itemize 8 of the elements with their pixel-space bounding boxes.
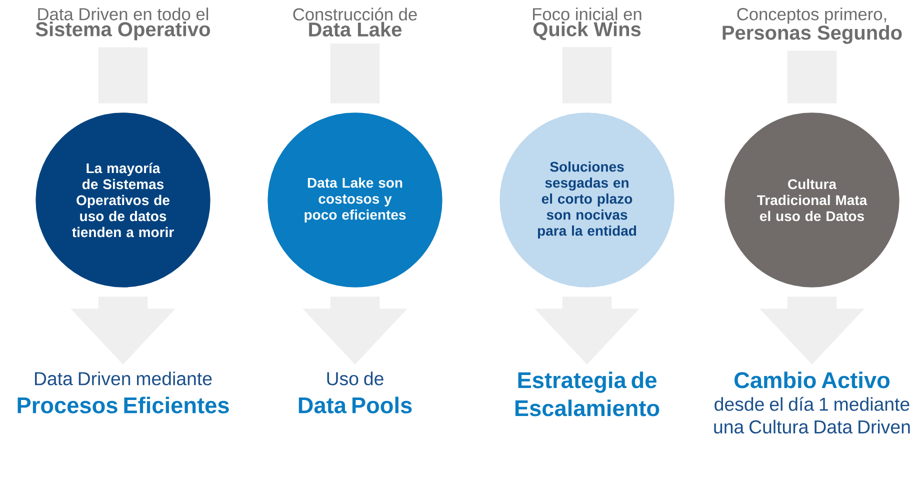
heading-text: Foco inicial en Quick Wins bbox=[533, 8, 642, 40]
heading-text: Data Driven en todo el Sistema Operativo bbox=[36, 8, 210, 40]
result-text: Cambio Activo desde el día 1 mediante una Cultura Data Driven bbox=[714, 372, 910, 434]
heading-text: Conceptos primero, Personas Segundo bbox=[722, 8, 902, 44]
heading-text: Construcción de Data Lake bbox=[293, 8, 417, 37]
result-text: Data Driven mediante Procesos Eficientes bbox=[18, 372, 229, 414]
result-text: Estrategia de Escalamiento bbox=[515, 372, 660, 416]
result-text: Uso de Data Pools bbox=[298, 372, 412, 414]
